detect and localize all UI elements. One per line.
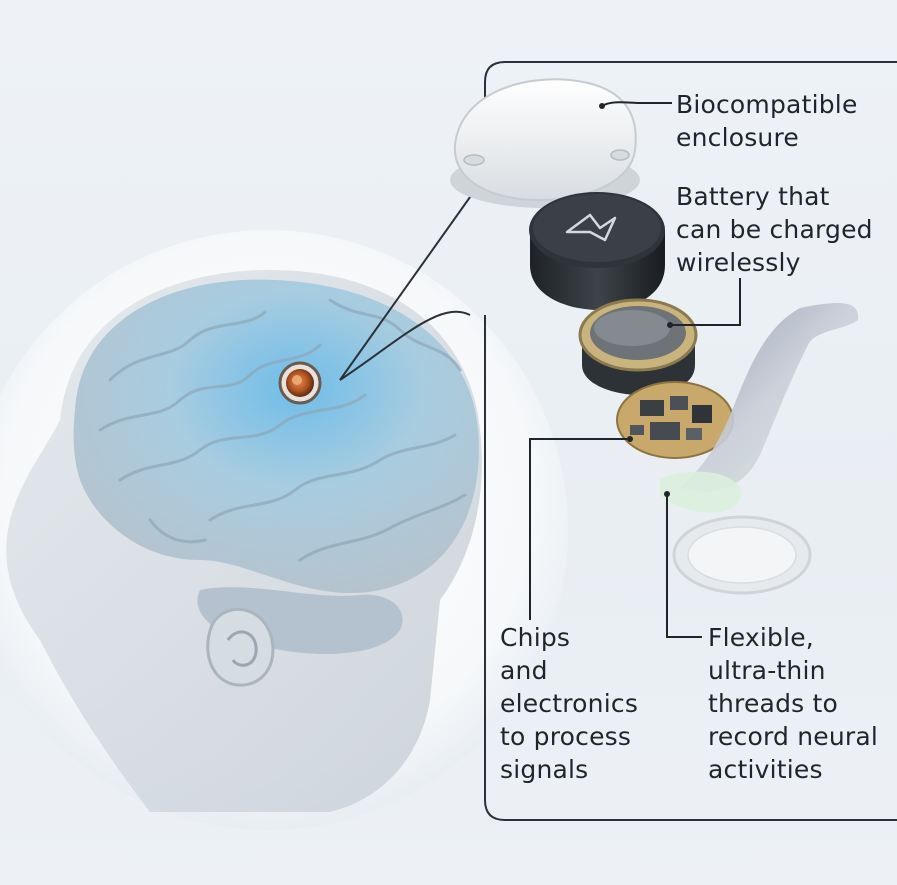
label-line: signals xyxy=(500,755,589,784)
label-line: wirelessly xyxy=(676,248,801,277)
label-line: and xyxy=(500,656,548,685)
brain xyxy=(73,279,479,654)
label-line: Biocompatible xyxy=(676,90,858,119)
leader-line-chips xyxy=(529,438,630,620)
label-flexible-threads: Flexible, ultra-thin threads to record n… xyxy=(708,621,878,786)
leader-dot-battery xyxy=(667,322,673,328)
detail-panel-border xyxy=(484,61,897,821)
label-biocompatible-enclosure: Biocompatible enclosure xyxy=(676,88,858,154)
chip-board xyxy=(616,381,734,459)
label-battery: Battery that can be charged wirelessly xyxy=(676,180,873,279)
leader-dot-threads xyxy=(664,491,670,497)
implant-on-brain xyxy=(278,361,322,405)
leader-line-threads xyxy=(666,494,702,638)
label-chips-electronics: Chips and electronics to process signals xyxy=(500,621,638,786)
leader-dot-chips xyxy=(627,436,633,442)
label-line: Flexible, xyxy=(708,623,814,652)
ear xyxy=(206,608,275,687)
label-line: record neural xyxy=(708,722,879,751)
label-line: electronics xyxy=(500,689,639,718)
leader-dot-enclosure xyxy=(599,103,605,109)
label-line: threads to xyxy=(708,689,839,718)
zoom-line-lower xyxy=(339,310,471,381)
label-line: enclosure xyxy=(676,123,799,152)
label-line: Chips xyxy=(500,623,571,652)
label-line: ultra-thin xyxy=(708,656,826,685)
label-line: to process xyxy=(500,722,632,751)
biocompatible-enclosure xyxy=(450,78,640,208)
battery xyxy=(529,192,665,310)
label-line: can be charged xyxy=(676,215,873,244)
label-line: Battery that xyxy=(676,182,830,211)
label-line: activities xyxy=(708,755,823,784)
flexible-threads xyxy=(660,303,859,595)
leader-line-enclosure xyxy=(601,101,672,107)
leader-line-battery xyxy=(670,278,741,326)
zoom-line-upper xyxy=(339,175,486,381)
charging-coil-casing xyxy=(578,298,698,395)
